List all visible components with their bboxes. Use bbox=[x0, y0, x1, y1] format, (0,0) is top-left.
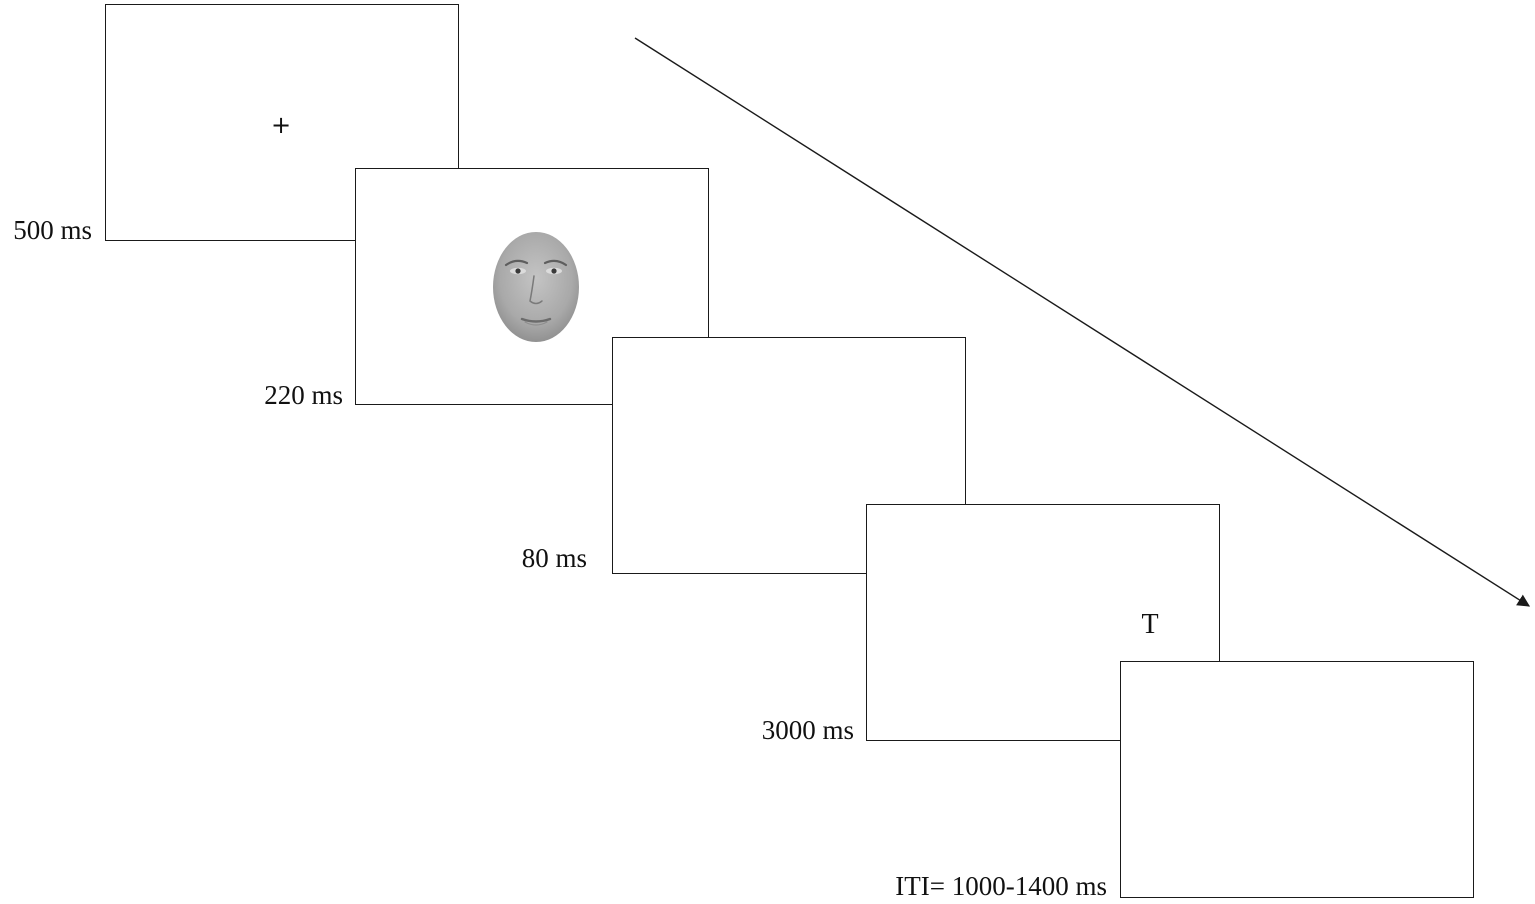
face-image bbox=[493, 232, 579, 342]
face-duration-label: 220 ms bbox=[264, 380, 343, 410]
iti-duration-label: ITI= 1000-1400 ms bbox=[895, 871, 1107, 901]
fixation-duration-label: 500 ms bbox=[13, 215, 92, 245]
target-duration-label: 3000 ms bbox=[761, 715, 854, 745]
blank-duration-label: 80 ms bbox=[521, 543, 587, 573]
target-letter: T bbox=[1141, 609, 1159, 640]
iti-screen bbox=[1120, 661, 1474, 898]
fixation-cross: + bbox=[270, 111, 292, 139]
